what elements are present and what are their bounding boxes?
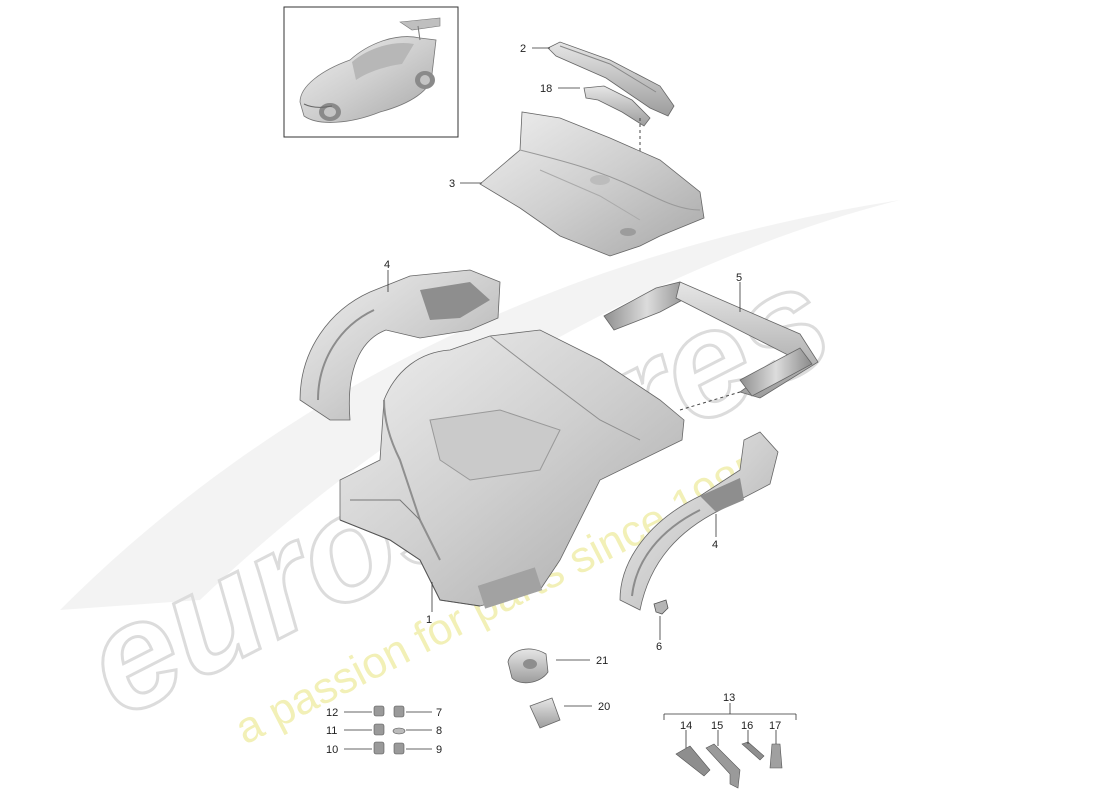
callout-12: 12: [326, 707, 338, 719]
callout-15: 15: [711, 720, 723, 732]
part-4-right-wheel-housing[interactable]: [619, 431, 779, 611]
callout-4-right: 4: [712, 539, 718, 551]
callout-17: 17: [769, 720, 781, 732]
callout-11: 11: [326, 725, 337, 737]
leader-lines: [344, 47, 797, 750]
part-17[interactable]: [769, 743, 783, 769]
part-20-pad[interactable]: [529, 697, 561, 729]
part-9[interactable]: [393, 742, 405, 755]
part-15[interactable]: [705, 743, 741, 789]
small-fasteners: [373, 705, 406, 755]
callout-7: 7: [436, 707, 442, 719]
part-7[interactable]: [393, 705, 405, 718]
callout-9: 9: [436, 744, 442, 756]
part-8[interactable]: [392, 727, 406, 735]
part-3-rear-shelf[interactable]: [479, 111, 705, 257]
part-16[interactable]: [741, 741, 765, 761]
watermark-swoosh: [60, 200, 900, 610]
callout-4-left: 4: [384, 259, 390, 271]
callout-21: 21: [596, 655, 608, 667]
callout-10: 10: [326, 744, 338, 756]
part-14[interactable]: [675, 745, 711, 777]
callout-14: 14: [680, 720, 692, 732]
callout-2: 2: [520, 43, 526, 55]
callout-6: 6: [656, 641, 662, 653]
callout-18: 18: [540, 83, 552, 95]
part-2-upper-rail[interactable]: [547, 41, 675, 117]
part-4-left-wheel-housing[interactable]: [299, 269, 501, 421]
part-6-clip[interactable]: [653, 599, 669, 615]
callout-8: 8: [436, 725, 442, 737]
guide-line: [679, 391, 741, 411]
part-21-mount[interactable]: [507, 648, 549, 684]
callout-labels: 2 18 3 4 5 4 1 6 21 20 13 14 15 16 17 12…: [326, 43, 781, 756]
callout-16: 16: [741, 720, 753, 732]
part-1-rear-floor[interactable]: [339, 329, 685, 609]
part-11[interactable]: [373, 723, 385, 736]
part-12[interactable]: [373, 705, 385, 717]
callout-5: 5: [736, 272, 742, 284]
part-10[interactable]: [373, 741, 385, 755]
part-18-bracket[interactable]: [583, 85, 651, 127]
callout-20: 20: [598, 701, 610, 713]
part-5-cross-member[interactable]: [603, 281, 819, 399]
car-thumbnail-icon: [299, 17, 441, 123]
callout-1: 1: [426, 614, 432, 626]
car-thumbnail: [283, 6, 459, 138]
callout-3: 3: [449, 178, 455, 190]
tools-set: [675, 741, 783, 789]
callout-13: 13: [723, 692, 735, 704]
